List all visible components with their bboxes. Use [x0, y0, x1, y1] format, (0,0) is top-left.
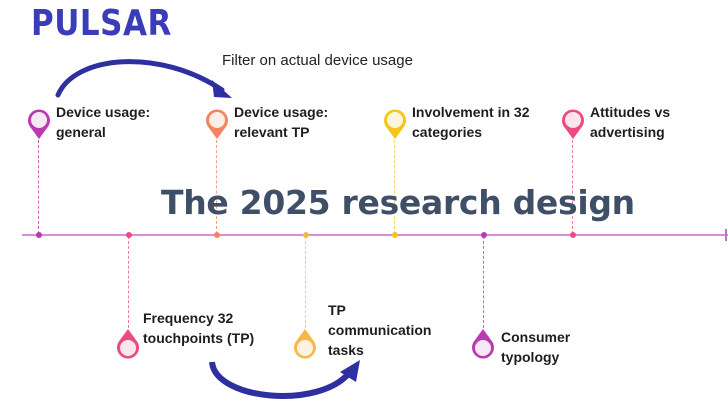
map-pin-icon: [384, 109, 406, 139]
connector-line: [305, 236, 306, 328]
timeline-tick: [214, 232, 220, 238]
label-line: typology: [501, 349, 560, 365]
map-pin-icon: [206, 109, 228, 139]
milestone-label: Attitudes vs advertising: [590, 102, 670, 142]
diagram-title: The 2025 research design: [161, 183, 635, 222]
label-line: general: [56, 124, 106, 140]
map-pin-icon: [117, 329, 139, 359]
timeline-tick: [392, 232, 398, 238]
label-line: TP: [328, 302, 346, 318]
label-line: categories: [412, 124, 483, 140]
connector-line: [572, 140, 573, 234]
label-line: Device usage:: [234, 104, 329, 120]
label-line: advertising: [590, 124, 665, 140]
label-line: Attitudes vs: [590, 104, 671, 120]
label-line: tasks: [328, 342, 364, 358]
map-pin-icon: [472, 329, 494, 359]
map-pin-icon: [294, 329, 316, 359]
milestone-label: Consumer typology: [501, 327, 570, 367]
map-pin-icon: [28, 109, 50, 139]
label-line: Involvement in 32: [412, 104, 530, 120]
filter-annotation: Filter on actual device usage: [222, 52, 413, 69]
label-line: Consumer: [501, 329, 571, 345]
connector-line: [128, 236, 129, 328]
timeline-tick: [126, 232, 132, 238]
milestone-label: Device usage: relevant TP: [234, 102, 328, 142]
milestone-label: Frequency 32 touchpoints (TP): [143, 308, 254, 348]
timeline-tick: [570, 232, 576, 238]
connector-line: [216, 140, 217, 234]
timeline-tick: [481, 232, 487, 238]
label-line: relevant TP: [234, 124, 310, 140]
connector-line: [483, 236, 484, 328]
timeline-axis: [22, 234, 728, 236]
label-line: Frequency 32: [143, 310, 234, 326]
milestone-label: TP communication tasks: [328, 300, 431, 360]
connector-line: [38, 140, 39, 234]
timeline-axis-end: [725, 229, 727, 241]
label-line: communication: [328, 322, 432, 338]
milestone-label: Involvement in 32 categories: [412, 102, 529, 142]
label-line: Device usage:: [56, 104, 151, 120]
milestone-label: Device usage: general: [56, 102, 150, 142]
timeline-tick: [303, 232, 309, 238]
timeline-tick: [36, 232, 42, 238]
pulsar-logo: PULSAR: [31, 3, 172, 45]
label-line: touchpoints (TP): [143, 330, 255, 346]
map-pin-icon: [562, 109, 584, 139]
connector-line: [394, 140, 395, 234]
